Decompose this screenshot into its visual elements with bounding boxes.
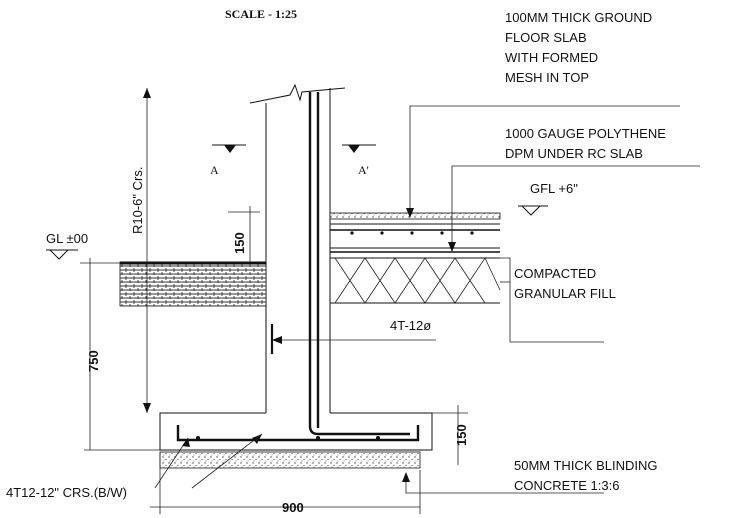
leader-lines — [154, 105, 700, 494]
upstand-dimension: 150 — [228, 206, 260, 262]
svg-text:100MM THICK GROUND: 100MM THICK GROUND — [505, 10, 652, 25]
scale-label: SCALE - 1:25 — [225, 7, 297, 21]
svg-text:GFL +6": GFL +6" — [530, 181, 578, 196]
blinding-note: 50MM THICK BLINDING CONCRETE 1:3:6 — [514, 458, 658, 493]
svg-text:150: 150 — [454, 424, 469, 446]
svg-text:GL ±00: GL ±00 — [46, 231, 88, 246]
wall-rebar — [308, 92, 410, 436]
svg-text:50MM THICK BLINDING: 50MM THICK BLINDING — [514, 458, 658, 473]
svg-text:COMPACTED: COMPACTED — [514, 266, 596, 281]
svg-text:R10-6" Crs.: R10-6" Crs. — [130, 167, 145, 234]
footing-thickness-dimension: 150 — [432, 405, 469, 465]
svg-text:A': A' — [358, 163, 369, 177]
fill-note: COMPACTED GRANULAR FILL — [514, 266, 616, 301]
wall-rebar-label: 4T-12ø — [390, 318, 431, 333]
ground-hatch — [119, 261, 267, 307]
svg-text:900: 900 — [282, 500, 304, 515]
depth-dimension: 750 — [80, 258, 160, 451]
width-dimension: 900 — [150, 452, 421, 515]
dpm-note: 1000 GAUGE POLYTHENE DPM UNDER RC SLAB — [505, 126, 666, 161]
granular-fill — [330, 257, 501, 304]
footing — [159, 412, 433, 451]
svg-text:A: A — [210, 163, 219, 177]
wall — [249, 83, 346, 413]
blinding-layer — [159, 451, 421, 469]
svg-text:DPM UNDER RC SLAB: DPM UNDER RC SLAB — [505, 146, 643, 161]
gl-level-marker: GL ±00 — [46, 231, 88, 260]
svg-text:CONCRETE 1:3:6: CONCRETE 1:3:6 — [514, 478, 619, 493]
section-cut-marker — [270, 324, 436, 354]
wall-height-dimension: R10-6" Crs. — [130, 88, 151, 413]
svg-text:WITH FORMED: WITH FORMED — [505, 50, 598, 65]
svg-text:1000 GAUGE POLYTHENE: 1000 GAUGE POLYTHENE — [505, 126, 666, 141]
section-mark-a: A — [210, 144, 246, 177]
footing-rebar-label: 4T12-12" CRS.(B/W) — [6, 485, 127, 500]
svg-text:750: 750 — [86, 350, 101, 372]
section-mark-a-prime: A' — [342, 144, 376, 177]
svg-text:GRANULAR FILL: GRANULAR FILL — [514, 286, 616, 301]
svg-text:MESH IN TOP: MESH IN TOP — [505, 70, 589, 85]
svg-text:FLOOR SLAB: FLOOR SLAB — [505, 30, 587, 45]
svg-text:150: 150 — [232, 232, 247, 254]
slab-note: 100MM THICK GROUND FLOOR SLAB WITH FORME… — [505, 10, 652, 85]
gfl-level-marker: GFL +6" — [518, 181, 578, 216]
floor-slab — [329, 212, 501, 253]
